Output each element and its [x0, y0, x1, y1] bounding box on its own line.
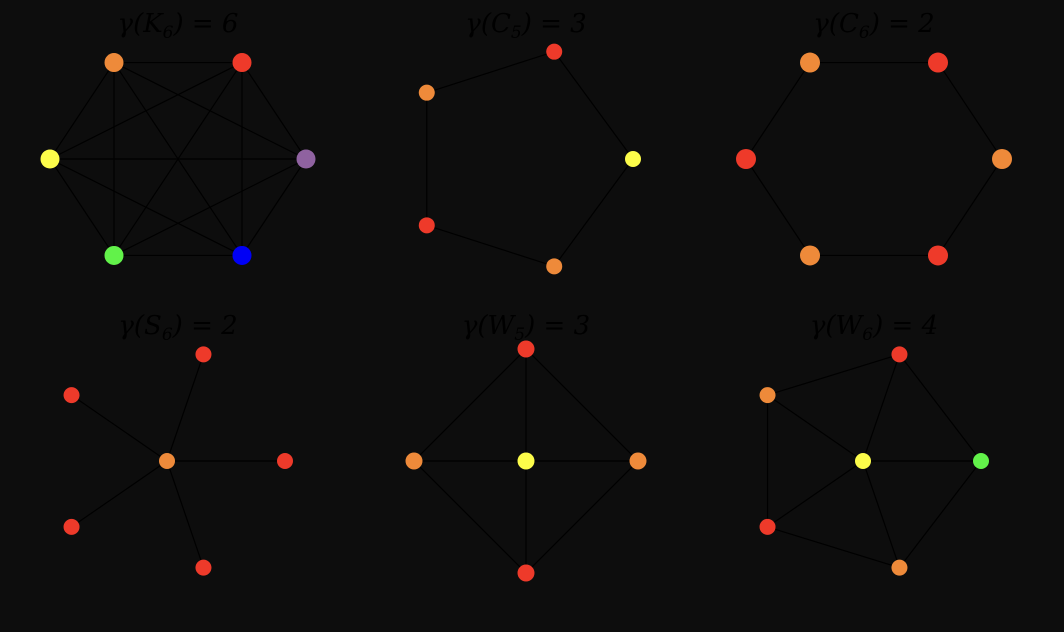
graph-vertex-orange — [418, 84, 435, 101]
graph-edge — [71, 460, 168, 528]
graph-vertex-red — [277, 453, 293, 469]
graph-vertex-green — [104, 245, 124, 265]
graph-edge — [898, 354, 982, 462]
graph-edge — [49, 158, 243, 256]
graph-title: γ(C5) = 3 — [465, 9, 586, 43]
title-value: ) = 3 — [524, 311, 590, 341]
graph-vertex-red — [63, 518, 80, 535]
title-subscript: 5 — [514, 325, 525, 345]
graph-panel-w5: γ(W5) = 3 — [405, 311, 647, 582]
graph-vertex-blue — [232, 245, 252, 265]
graph-vertex-red — [759, 518, 776, 535]
title-value: ) = 2 — [172, 311, 238, 341]
graph-edge — [553, 158, 634, 267]
graph-edge — [553, 51, 634, 160]
graph-edge — [745, 158, 811, 256]
graph-vertex-red — [517, 564, 535, 582]
graph-vertex-red — [232, 53, 252, 73]
graph-panel-c6: γ(C6) = 2 — [736, 9, 1012, 266]
graph-vertex-red — [418, 217, 435, 234]
title-value: ) = 4 — [872, 311, 938, 341]
title-value: ) = 3 — [521, 9, 587, 39]
graph-edge — [113, 62, 243, 256]
graph-edge — [49, 62, 115, 160]
graph-edge — [525, 460, 639, 574]
graph-edge — [937, 62, 1003, 160]
graph-vertex-orange — [405, 452, 423, 470]
graph-vertex-yellow — [517, 452, 535, 470]
graph-vertex-orange — [800, 245, 820, 266]
graph-edge — [862, 460, 901, 568]
graph-vertex-yellow — [625, 151, 641, 167]
graph-edge — [166, 460, 205, 568]
graph-edge — [745, 62, 811, 160]
graph-vertex-orange — [759, 387, 776, 404]
graph-vertex-red — [517, 340, 535, 358]
graph-edge — [413, 460, 527, 574]
title-subscript: 6 — [162, 325, 173, 345]
graph-edge — [767, 394, 864, 462]
graph-vertex-orange — [629, 452, 647, 470]
graph-title: γ(C6) = 2 — [813, 9, 934, 43]
graph-edge — [426, 51, 555, 94]
graph-edge — [241, 158, 307, 256]
graph-panel-k6: γ(K6) = 6 — [40, 9, 316, 265]
graph-vertex-red — [736, 149, 756, 169]
title-function: γ(C — [465, 9, 511, 39]
title-function: γ(K — [118, 9, 165, 39]
graph-vertex-orange — [546, 258, 563, 275]
graph-edge — [426, 224, 555, 267]
title-function: γ(C — [813, 9, 859, 39]
graph-panel-w6: γ(W6) = 4 — [759, 311, 989, 576]
graph-vertex-orange — [104, 53, 124, 73]
graph-vertex-yellow — [40, 149, 60, 169]
graph-title: γ(W5) = 3 — [462, 311, 590, 345]
title-subscript: 6 — [163, 23, 174, 43]
graph-edge — [937, 158, 1003, 256]
graph-panel-c5: γ(C5) = 3 — [418, 9, 641, 275]
title-subscript: 5 — [511, 23, 522, 43]
graph-vertex-orange — [891, 559, 908, 576]
graph-vertex-yellow — [855, 453, 871, 469]
title-function: γ(W — [810, 311, 865, 341]
graph-vertex-red — [928, 52, 948, 73]
graph-vertex-red — [195, 559, 212, 576]
graph-edge — [413, 348, 527, 462]
graph-title: γ(K6) = 6 — [118, 9, 239, 43]
graph-edge — [49, 158, 115, 256]
graph-vertex-red — [195, 346, 212, 363]
graph-edge — [767, 353, 900, 396]
graph-vertex-green — [973, 453, 989, 469]
title-value: ) = 6 — [172, 9, 238, 39]
graph-panel-s6: γ(S6) = 2 — [63, 311, 293, 576]
graph-vertex-orange — [159, 453, 175, 469]
graph-edge — [166, 354, 205, 462]
graph-vertex-red — [546, 43, 563, 60]
graph-vertex-red — [63, 387, 80, 404]
title-function: γ(S — [118, 311, 162, 341]
graph-vertex-red — [928, 245, 948, 266]
graph-title: γ(W6) = 4 — [810, 311, 938, 345]
graph-edge — [71, 394, 168, 462]
title-value: ) = 2 — [869, 9, 935, 39]
graph-vertex-orange — [800, 52, 820, 73]
graph-edge — [898, 460, 982, 568]
graph-edge — [525, 348, 639, 462]
graph-vertex-orange — [992, 149, 1012, 169]
graph-edge — [241, 62, 307, 160]
graph-vertex-red — [891, 346, 908, 363]
graph-edge — [767, 526, 900, 569]
graph-vertex-purple — [296, 149, 316, 169]
title-subscript: 6 — [859, 23, 870, 43]
title-function: γ(W — [462, 311, 517, 341]
graph-edge — [862, 354, 901, 462]
title-subscript: 6 — [862, 325, 873, 345]
graph-title: γ(S6) = 2 — [118, 311, 237, 345]
graph-edge — [767, 460, 864, 528]
